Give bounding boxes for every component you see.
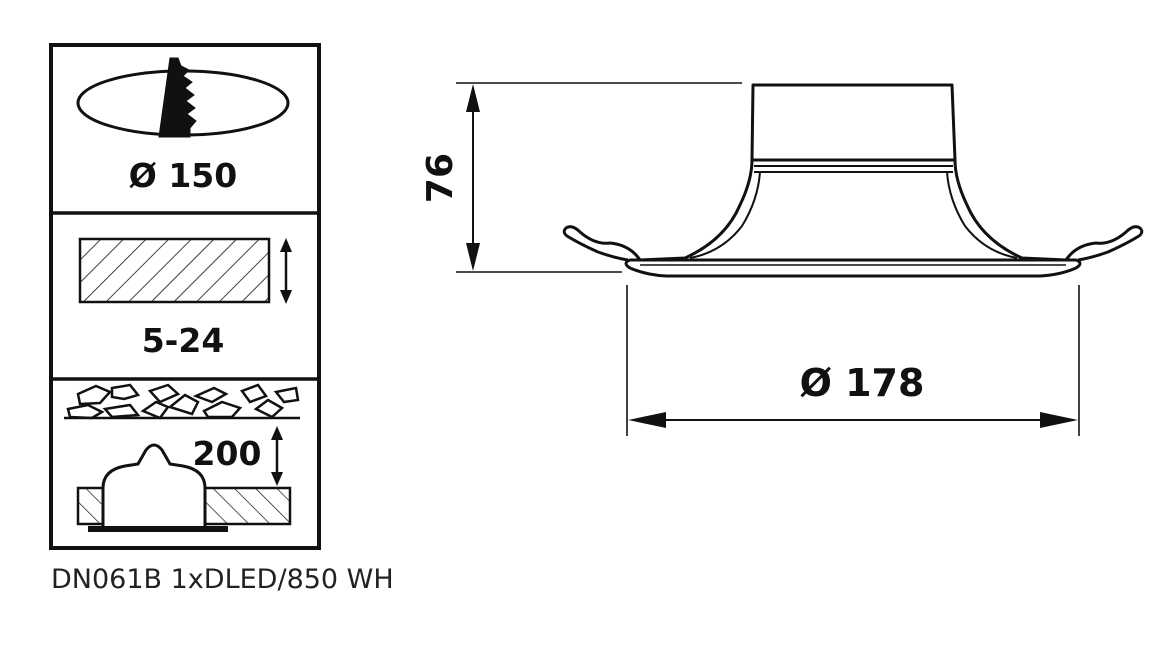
ceiling-section-hatch [78,237,271,304]
diameter-arrow-right-icon [1040,412,1078,428]
diameter-label: Ø 178 [800,361,925,405]
spring-clip-left [562,225,642,262]
height-arrow-down-icon [466,243,480,271]
luminaire-flange-icon [88,526,228,532]
height-label: 76 [420,153,461,203]
luminaire-reflector [639,159,754,262]
insulation-stones-icon [64,383,300,420]
ceiling-thickness-label: 5-24 [142,321,225,360]
recessed-luminaire-icon [101,443,207,530]
luminaire-top-housing [750,83,957,162]
panel-frame [49,43,321,550]
saw-blade-icon [158,57,197,138]
spring-clip-right [1064,225,1144,262]
recess-depth-label: 200 [193,434,262,473]
depth-arrow-head-down-icon [271,472,283,486]
thickness-arrow-head-up-icon [280,238,292,252]
product-caption: DN061B 1xDLED/850 WH [51,564,394,595]
cutout-label: Ø 150 [129,156,237,195]
thickness-arrow-head-down-icon [280,290,292,304]
installation-panels: Ø 150 5-24 [49,43,321,550]
luminaire-side-view [562,83,1144,278]
luminaire-trim-ring [624,258,1082,278]
diameter-arrow-left-icon [628,412,666,428]
recess-depth-panel: 200 [64,383,300,532]
diameter-dimension: Ø 178 [626,285,1080,436]
cutout-panel: Ø 150 [76,57,290,195]
height-dimension: 76 [420,82,742,273]
height-arrow-up-icon [466,84,480,112]
ceiling-thickness-panel: 5-24 [78,237,292,360]
depth-arrow-head-up-icon [271,426,283,440]
